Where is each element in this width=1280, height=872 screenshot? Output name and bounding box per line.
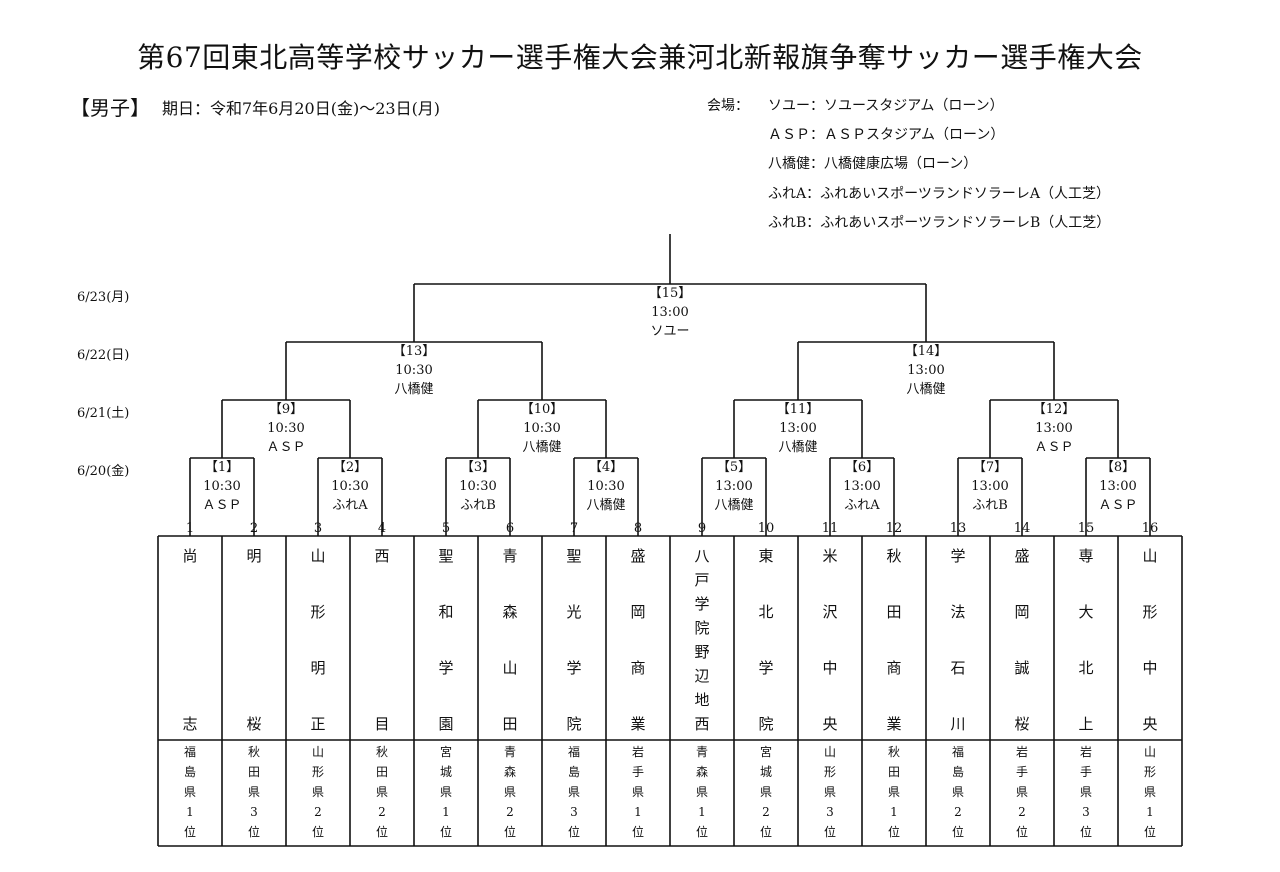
team-name-cell: 学法石川: [950, 547, 966, 733]
team-name-cell: 盛岡誠桜: [1014, 547, 1030, 733]
match-number: 【15】: [649, 286, 692, 301]
match-time: 10:30: [395, 363, 432, 378]
match-time: 10:30: [267, 421, 304, 436]
venue-soyu: ソユー：ソユースタジアム（ローン）: [768, 98, 1004, 114]
date-final: 6/23(月): [77, 290, 130, 305]
match-time: 13:00: [1035, 421, 1072, 436]
team-name-cell: 尚志: [182, 547, 198, 733]
match-number: 【6】: [845, 460, 879, 475]
match-venue: 八橋健: [586, 498, 625, 513]
match-number: 【8】: [1101, 460, 1135, 475]
venue-fure-a: ふれA：ふれあいスポーツランドソラーレA（人工芝）: [768, 186, 1110, 202]
match-number: 【2】: [333, 460, 367, 475]
match-time: 10:30: [523, 421, 560, 436]
match-number: 【4】: [589, 460, 623, 475]
team-name-cell: 秋田商業: [886, 547, 902, 733]
team-name-cell: 西目: [374, 547, 390, 733]
match-number: 【5】: [717, 460, 751, 475]
match-venue: 八橋健: [522, 440, 561, 455]
match-venue: 八橋健: [906, 382, 945, 397]
match-venue: 八橋健: [778, 440, 817, 455]
team-name-cell: 東北学院: [758, 547, 774, 733]
venue-yabase: 八橋健：八橋健康広場（ローン）: [768, 156, 978, 172]
match-time: 10:30: [587, 479, 624, 494]
date-quarterfinal: 6/21(土): [77, 406, 130, 421]
match-number: 【1】: [205, 460, 239, 475]
match-time: 13:00: [651, 305, 688, 320]
match-time: 10:30: [203, 479, 240, 494]
venue-asp: ＡＳＰ：ＡＳＰスタジアム（ローン）: [768, 127, 1005, 143]
match-number: 【12】: [1033, 402, 1076, 417]
team-name-cell: 米沢中央: [822, 547, 838, 733]
team-name-cell: 青森山田: [502, 547, 518, 733]
team-name-cell: 聖光学院: [566, 547, 582, 733]
match-number: 【3】: [461, 460, 495, 475]
match-venue: ふれB: [972, 498, 1008, 513]
match-venue: ふれA: [332, 498, 368, 513]
match-venue: ソユー: [650, 324, 689, 339]
match-venue: 八橋健: [714, 498, 753, 513]
match-venue: ふれA: [844, 498, 880, 513]
tournament-period: 期日：令和7年6月20日(金)～23日(月): [162, 99, 441, 118]
match-number: 【13】: [393, 344, 436, 359]
match-venue: ＡＳＰ: [1098, 498, 1137, 513]
tournament-title: 第67回東北高等学校サッカー選手権大会兼河北新報旗争奪サッカー選手権大会: [137, 41, 1143, 74]
team-name-cell: 明桜: [246, 547, 262, 733]
team-name-cell: 専大北上: [1078, 547, 1094, 733]
match-time: 13:00: [715, 479, 752, 494]
match-number: 【7】: [973, 460, 1007, 475]
match-venue: 八橋健: [394, 382, 433, 397]
venue-fure-b: ふれB：ふれあいスポーツランドソラーレB（人工芝）: [768, 215, 1111, 231]
team-name-cell: 山形明正: [310, 547, 326, 733]
match-time: 13:00: [971, 479, 1008, 494]
match-venue: ＡＳＰ: [1034, 440, 1073, 455]
date-first-round: 6/20(金): [77, 464, 130, 479]
venue-heading: 会場：: [707, 98, 749, 114]
team-name-cell: 八戸学院野辺地西: [694, 547, 710, 733]
team-name-cell: 山形中央: [1142, 547, 1158, 733]
match-number: 【9】: [269, 402, 303, 417]
match-number: 【11】: [777, 402, 820, 417]
match-venue: ＡＳＰ: [266, 440, 305, 455]
match-time: 10:30: [331, 479, 368, 494]
match-time: 13:00: [1099, 479, 1136, 494]
match-venue: ふれB: [460, 498, 496, 513]
match-time: 13:00: [907, 363, 944, 378]
match-venue: ＡＳＰ: [202, 498, 241, 513]
match-number: 【14】: [905, 344, 948, 359]
date-semifinal: 6/22(日): [77, 348, 130, 363]
team-name-cell: 聖和学園: [438, 547, 454, 733]
match-time: 13:00: [779, 421, 816, 436]
match-number: 【10】: [521, 402, 564, 417]
division-label: 【男子】: [70, 96, 150, 120]
team-name-cell: 盛岡商業: [630, 547, 646, 733]
match-time: 13:00: [843, 479, 880, 494]
match-time: 10:30: [459, 479, 496, 494]
